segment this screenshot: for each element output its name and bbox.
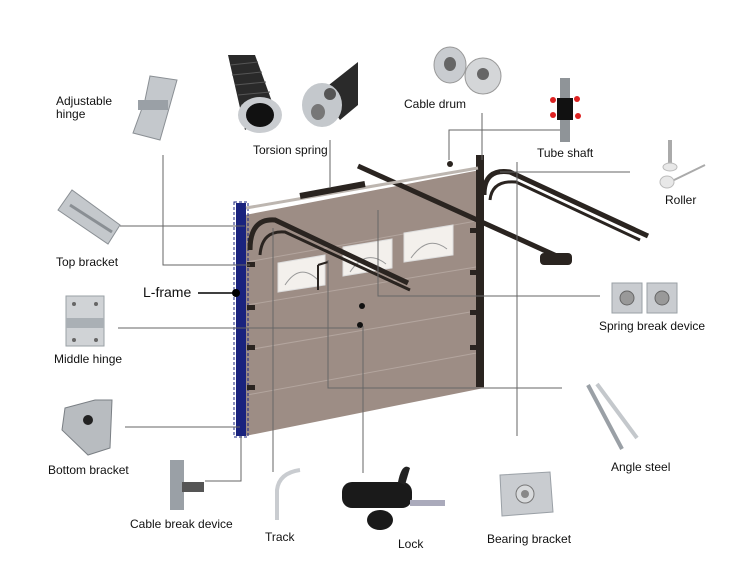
label-track: Track [265, 530, 295, 544]
label-adjustable-hinge-line2: hinge [56, 107, 86, 121]
leader-angle-steel [327, 260, 562, 389]
label-tube-shaft: Tube shaft [537, 146, 594, 160]
torsion-spring-on-door [299, 181, 366, 199]
label-angle-steel: Angle steel [611, 460, 671, 474]
lock-icon [342, 466, 445, 530]
right-vertical-track [476, 155, 484, 387]
top-bracket-icon [57, 189, 121, 245]
label-torsion-spring: Torsion spring [253, 143, 328, 157]
middle-hinge-icon [65, 295, 105, 347]
panel-groove [246, 309, 483, 351]
leader-lines [118, 113, 630, 482]
roller-icon [659, 140, 706, 189]
panel-groove [246, 351, 483, 396]
tube-shaft-icon [550, 78, 581, 142]
door-window [403, 224, 454, 263]
door-panel [245, 170, 484, 436]
label-cable-break-device: Cable break device [130, 517, 233, 531]
left-horizontal-track [247, 217, 410, 286]
l-frame-marker [232, 289, 240, 297]
label-adjustable-hinge: Adjustable hinge [56, 95, 112, 121]
torsion-spring-icon [228, 55, 358, 133]
label-top-bracket: Top bracket [56, 255, 119, 269]
door-window [342, 238, 393, 277]
label-bottom-bracket: Bottom bracket [48, 463, 129, 477]
opener-motor [540, 253, 572, 265]
bearing-bracket-icon [499, 471, 554, 517]
leader-tube-shaft [448, 129, 560, 160]
door-window [277, 254, 326, 293]
l-frame-bar [236, 203, 246, 436]
spring-break-device-icon [611, 282, 678, 314]
leader-spring-break [377, 210, 600, 297]
cable-drum-icon [433, 46, 502, 95]
label-middle-hinge: Middle hinge [54, 352, 123, 366]
bottom-bracket-icon [61, 399, 113, 456]
left-hinges [247, 262, 255, 390]
right-hinges [470, 228, 478, 350]
panel-groove [246, 265, 483, 306]
label-cable-drum: Cable drum [404, 97, 467, 111]
label-roller: Roller [665, 193, 697, 207]
label-spring-break-device: Spring break device [599, 319, 706, 333]
garage-door [233, 155, 650, 438]
adjustable-hinge-icon [132, 75, 178, 141]
leader-cable-break [205, 436, 242, 482]
track-icon [275, 468, 301, 520]
label-adjustable-hinge-line1: Adjustable [56, 94, 113, 108]
label-bearing-bracket: Bearing bracket [487, 532, 572, 546]
angle-steel-icon [586, 382, 639, 450]
leader-adjustable-hinge [162, 155, 250, 266]
label-l-frame: L-frame [143, 284, 192, 300]
cable-break-device-icon [170, 460, 204, 510]
label-lock: Lock [398, 537, 424, 551]
torsion-tube [245, 166, 479, 210]
